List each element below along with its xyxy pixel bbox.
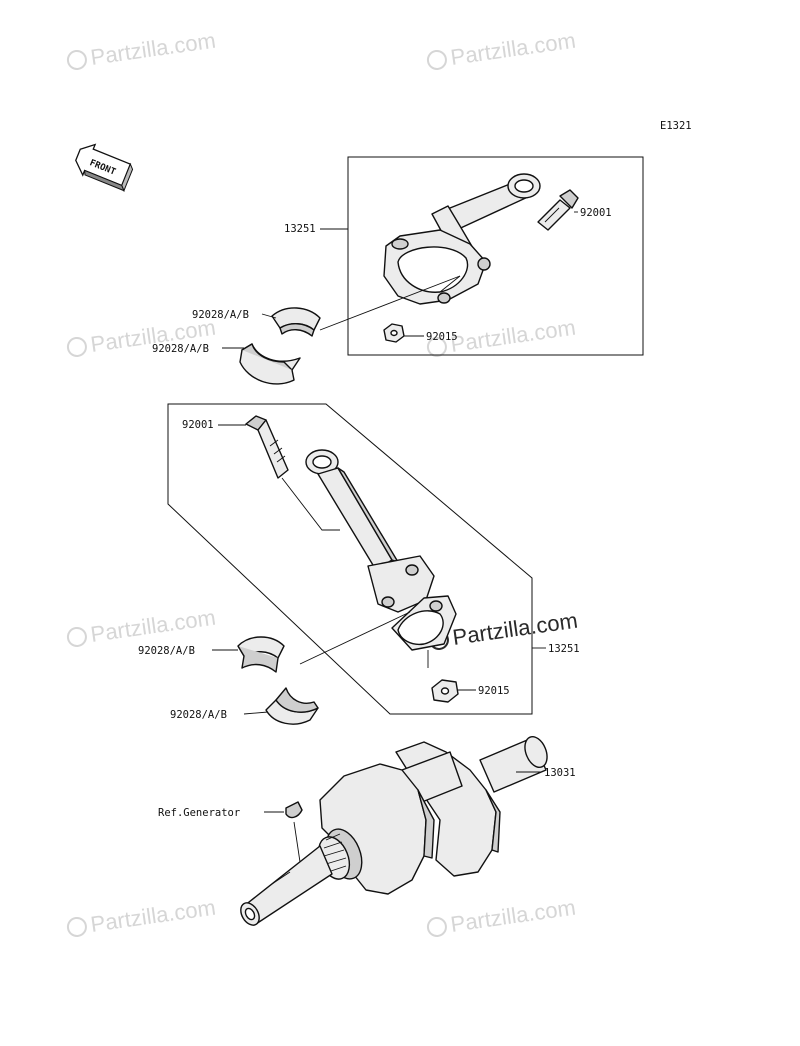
watermark: Partzilla.com xyxy=(426,895,577,937)
nut-top xyxy=(383,323,405,343)
bearing-shell-3 xyxy=(237,636,285,673)
label-nut-top: 92015 xyxy=(426,331,458,343)
rod-assembly-frame-top xyxy=(347,156,644,356)
rod-assembly-frame-mid xyxy=(167,403,533,715)
diagram-code: E1321 xyxy=(660,120,692,132)
bolt-top xyxy=(537,189,579,231)
svg-text:Partzilla.com: Partzilla.com xyxy=(89,605,217,647)
label-bolt-mid: 92001 xyxy=(182,419,214,431)
label-ref-generator: Ref.Generator xyxy=(158,807,240,819)
rod-cap-mid xyxy=(391,595,457,651)
connecting-rod-top xyxy=(383,173,541,305)
watermark: Partzilla.com xyxy=(66,895,217,937)
svg-text:Partzilla.com: Partzilla.com xyxy=(89,895,217,937)
leader-bolt-mid xyxy=(281,477,340,531)
connecting-rod-mid xyxy=(305,449,435,613)
svg-text:Partzilla.com: Partzilla.com xyxy=(449,315,577,357)
woodruff-key xyxy=(285,801,303,819)
label-rod-assy-mid: 13251 xyxy=(548,643,580,655)
leader-rod-bearing-top xyxy=(319,275,461,331)
label-nut-mid: 92015 xyxy=(478,685,510,697)
label-bearing-2: 92028/A/B xyxy=(152,343,209,355)
leader-key xyxy=(293,821,301,863)
bolt-mid xyxy=(245,415,289,479)
label-bearing-1: 92028/A/B xyxy=(192,309,249,321)
label-bearing-4: 92028/A/B xyxy=(170,709,227,721)
front-arrow-icon: FRONT xyxy=(75,143,134,192)
svg-text:Partzilla.com: Partzilla.com xyxy=(449,895,577,937)
bearing-shell-4 xyxy=(265,687,319,725)
label-crankshaft: 13031 xyxy=(544,767,576,779)
label-bolt-top: 92001 xyxy=(580,207,612,219)
svg-text:Partzilla.com: Partzilla.com xyxy=(449,28,577,70)
label-bearing-3: 92028/A/B xyxy=(138,645,195,657)
svg-text:Partzilla.com: Partzilla.com xyxy=(89,28,217,70)
label-rod-assy-top: 13251 xyxy=(284,223,316,235)
crankshaft xyxy=(240,735,548,926)
bearing-shell-2 xyxy=(239,343,301,385)
watermark: Partzilla.com xyxy=(66,605,217,647)
watermark: Partzilla.com xyxy=(66,28,217,70)
leader-cap-bearing xyxy=(299,611,411,665)
watermark: Partzilla.com xyxy=(426,28,577,70)
bearing-shell-1 xyxy=(271,307,321,337)
nut-mid xyxy=(431,679,459,703)
